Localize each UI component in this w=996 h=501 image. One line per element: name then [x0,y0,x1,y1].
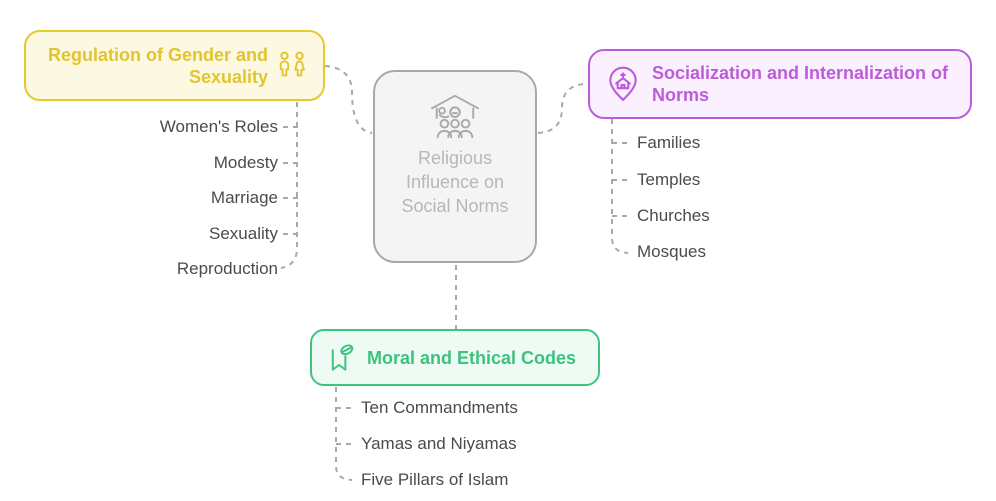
leaf-womens-roles[interactable]: Women's Roles [159,117,278,136]
leaf-sexuality[interactable]: Sexuality [209,224,278,243]
branch-gender-title: Regulation of Gender and Sexuality [47,44,268,87]
leaf-churches[interactable]: Churches [637,206,710,225]
leaf-reproduction[interactable]: Reproduction [176,259,278,278]
gender-spine [280,102,298,269]
branch-moral-box[interactable]: Moral and Ethical Codes [310,329,600,386]
leaf-marriage[interactable]: Marriage [210,188,278,207]
leaf-yamas-niyamas[interactable]: Yamas and Niyamas [361,434,517,453]
church-location-pin-icon [609,66,637,101]
leaf-five-pillars[interactable]: Five Pillars of Islam [361,470,509,489]
leaf-modesty[interactable]: Modesty [213,153,278,172]
congregation-icon [431,94,479,139]
gender-figures-icon [279,51,305,76]
center-node[interactable]: Religious Influence on Social Norms [373,70,537,263]
moral-spine [335,387,353,481]
connector-center-to-social [537,83,588,134]
bookmark-tag-icon [331,343,354,371]
leaf-temples[interactable]: Temples [637,170,701,189]
connector-gender-to-center [324,65,373,134]
branch-socialization-title: Socialization and Internalization of Nor… [652,63,949,105]
branch-socialization-box[interactable]: Socialization and Internalization of Nor… [588,49,972,119]
social-spine [611,119,629,254]
branch-moral-title: Moral and Ethical Codes [367,347,577,368]
leaf-families[interactable]: Families [637,133,701,152]
center-node-label: Religious Influence on Social Norms [401,148,509,216]
leaf-mosques[interactable]: Mosques [637,242,706,261]
leaf-ten-commandments[interactable]: Ten Commandments [361,398,518,417]
branch-gender-box[interactable]: Regulation of Gender and Sexuality [24,30,325,101]
